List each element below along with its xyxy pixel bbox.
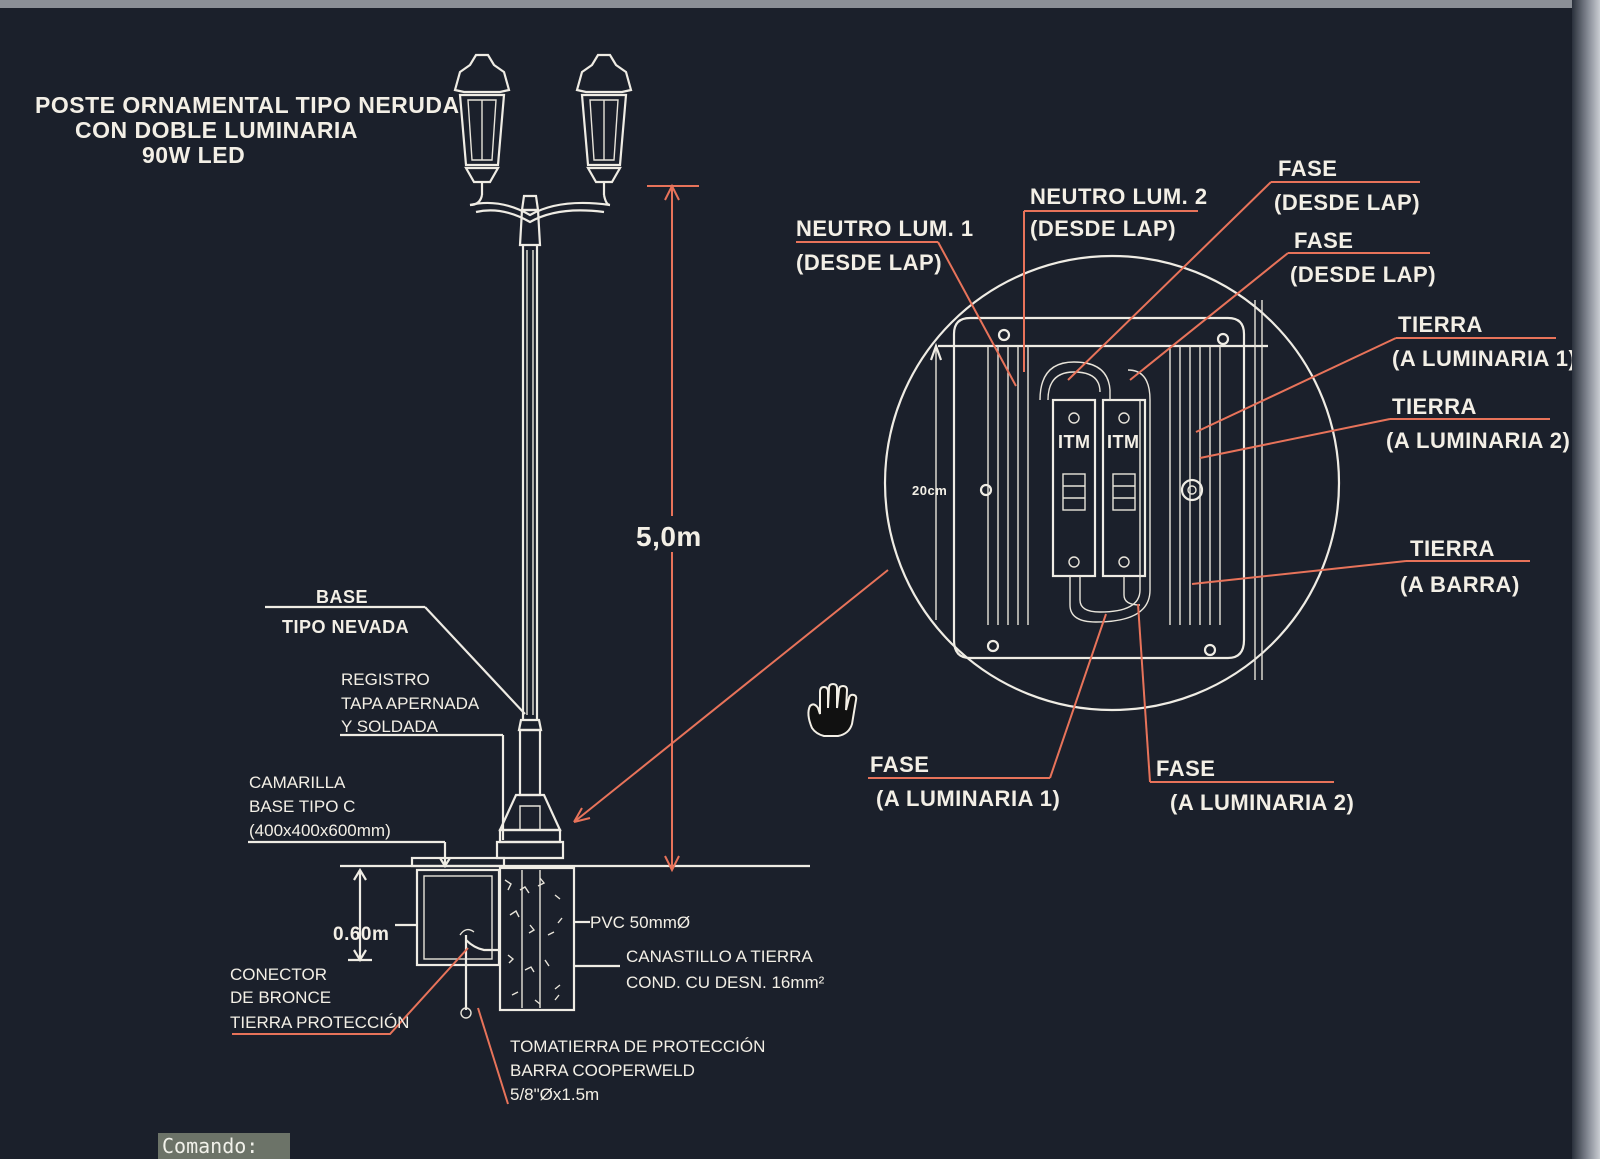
box-height-dimension: 20cm <box>912 483 947 498</box>
label-canastillo-1: CANASTILLO A TIERRA <box>626 947 813 966</box>
label-tierra1-2: (A LUMINARIA 1) <box>1392 346 1576 371</box>
detail-leaders <box>796 181 1556 783</box>
breaker-itm-2 <box>1101 398 1147 578</box>
itm-label-1: ITM <box>1058 432 1091 452</box>
label-tierra3-2: (A BARRA) <box>1400 572 1520 597</box>
monitor-top-bezel <box>0 0 1600 8</box>
label-base-2: TIPO NEVADA <box>282 617 409 637</box>
label-registro-2: TAPA APERNADA <box>341 694 480 713</box>
label-fase-l1-1: FASE <box>870 752 929 777</box>
label-toma-1: TOMATIERRA DE PROTECCIÓN <box>510 1037 765 1056</box>
label-toma-3: 5/8"Øx1.5m <box>510 1085 599 1104</box>
label-tierra3-1: TIERRA <box>1410 536 1495 561</box>
title-line-3: 90W LED <box>142 142 245 168</box>
label-neutro1-1: NEUTRO LUM. 1 <box>796 216 974 241</box>
pole-labels: BASE TIPO NEVADA REGISTRO TAPA APERNADA … <box>230 587 825 1104</box>
monitor-right-bezel <box>1572 0 1600 1159</box>
title-line-2: CON DOBLE LUMINARIA <box>75 117 358 143</box>
label-fase-b-2: (DESDE LAP) <box>1290 262 1436 287</box>
detail-registro-circle <box>883 254 1341 712</box>
label-canastillo-2: COND. CU DESN. 16mm² <box>626 973 825 992</box>
label-conector-1: CONECTOR <box>230 965 327 984</box>
label-fase-b-1: FASE <box>1294 228 1353 253</box>
itm-label-2: ITM <box>1107 432 1140 452</box>
label-registro-3: Y SOLDADA <box>341 717 439 736</box>
label-conector-3: TIERRA PROTECCIÓN <box>230 1013 409 1032</box>
label-tierra1-1: TIERRA <box>1398 312 1483 337</box>
pole-leaders <box>232 605 620 1105</box>
label-toma-2: BARRA COOPERWELD <box>510 1061 695 1080</box>
label-tierra2-1: TIERRA <box>1392 394 1477 419</box>
label-camarilla-3: (400x400x600mm) <box>249 821 391 840</box>
depth-dimension: 0.60m <box>333 924 389 945</box>
label-fase-a-2: (DESDE LAP) <box>1274 190 1420 215</box>
label-base-1: BASE <box>316 587 368 607</box>
label-conector-2: DE BRONCE <box>230 988 331 1007</box>
detail-callout-leader <box>573 569 889 823</box>
breaker-itm-1 <box>1051 398 1097 578</box>
title-line-1: POSTE ORNAMENTAL TIPO NERUDA <box>35 92 460 118</box>
label-pvc: PVC 50mmØ <box>590 913 690 932</box>
command-line-prompt[interactable]: Comando: <box>158 1133 290 1159</box>
ornamental-pole <box>453 53 633 860</box>
label-tierra2-2: (A LUMINARIA 2) <box>1386 428 1570 453</box>
label-neutro2-1: NEUTRO LUM. 2 <box>1030 184 1208 209</box>
label-camarilla-1: CAMARILLA <box>249 773 346 792</box>
pole-height-dimension: 5,0m <box>636 521 702 552</box>
drawing-title: POSTE ORNAMENTAL TIPO NERUDA CON DOBLE L… <box>35 92 460 168</box>
lantern-right <box>575 53 633 195</box>
foundation <box>348 856 576 1019</box>
label-fase-l2-1: FASE <box>1156 756 1215 781</box>
label-fase-l2-2: (A LUMINARIA 2) <box>1170 790 1354 815</box>
label-fase-a-1: FASE <box>1278 156 1337 181</box>
label-registro-1: REGISTRO <box>341 670 430 689</box>
lantern-left <box>453 53 511 195</box>
hand-pan-icon <box>807 682 858 737</box>
label-fase-l1-2: (A LUMINARIA 1) <box>876 786 1060 811</box>
label-camarilla-2: BASE TIPO C <box>249 797 355 816</box>
detail-labels: NEUTRO LUM. 1 (DESDE LAP) NEUTRO LUM. 2 … <box>796 156 1576 815</box>
label-neutro2-2: (DESDE LAP) <box>1030 216 1176 241</box>
label-neutro1-2: (DESDE LAP) <box>796 250 942 275</box>
